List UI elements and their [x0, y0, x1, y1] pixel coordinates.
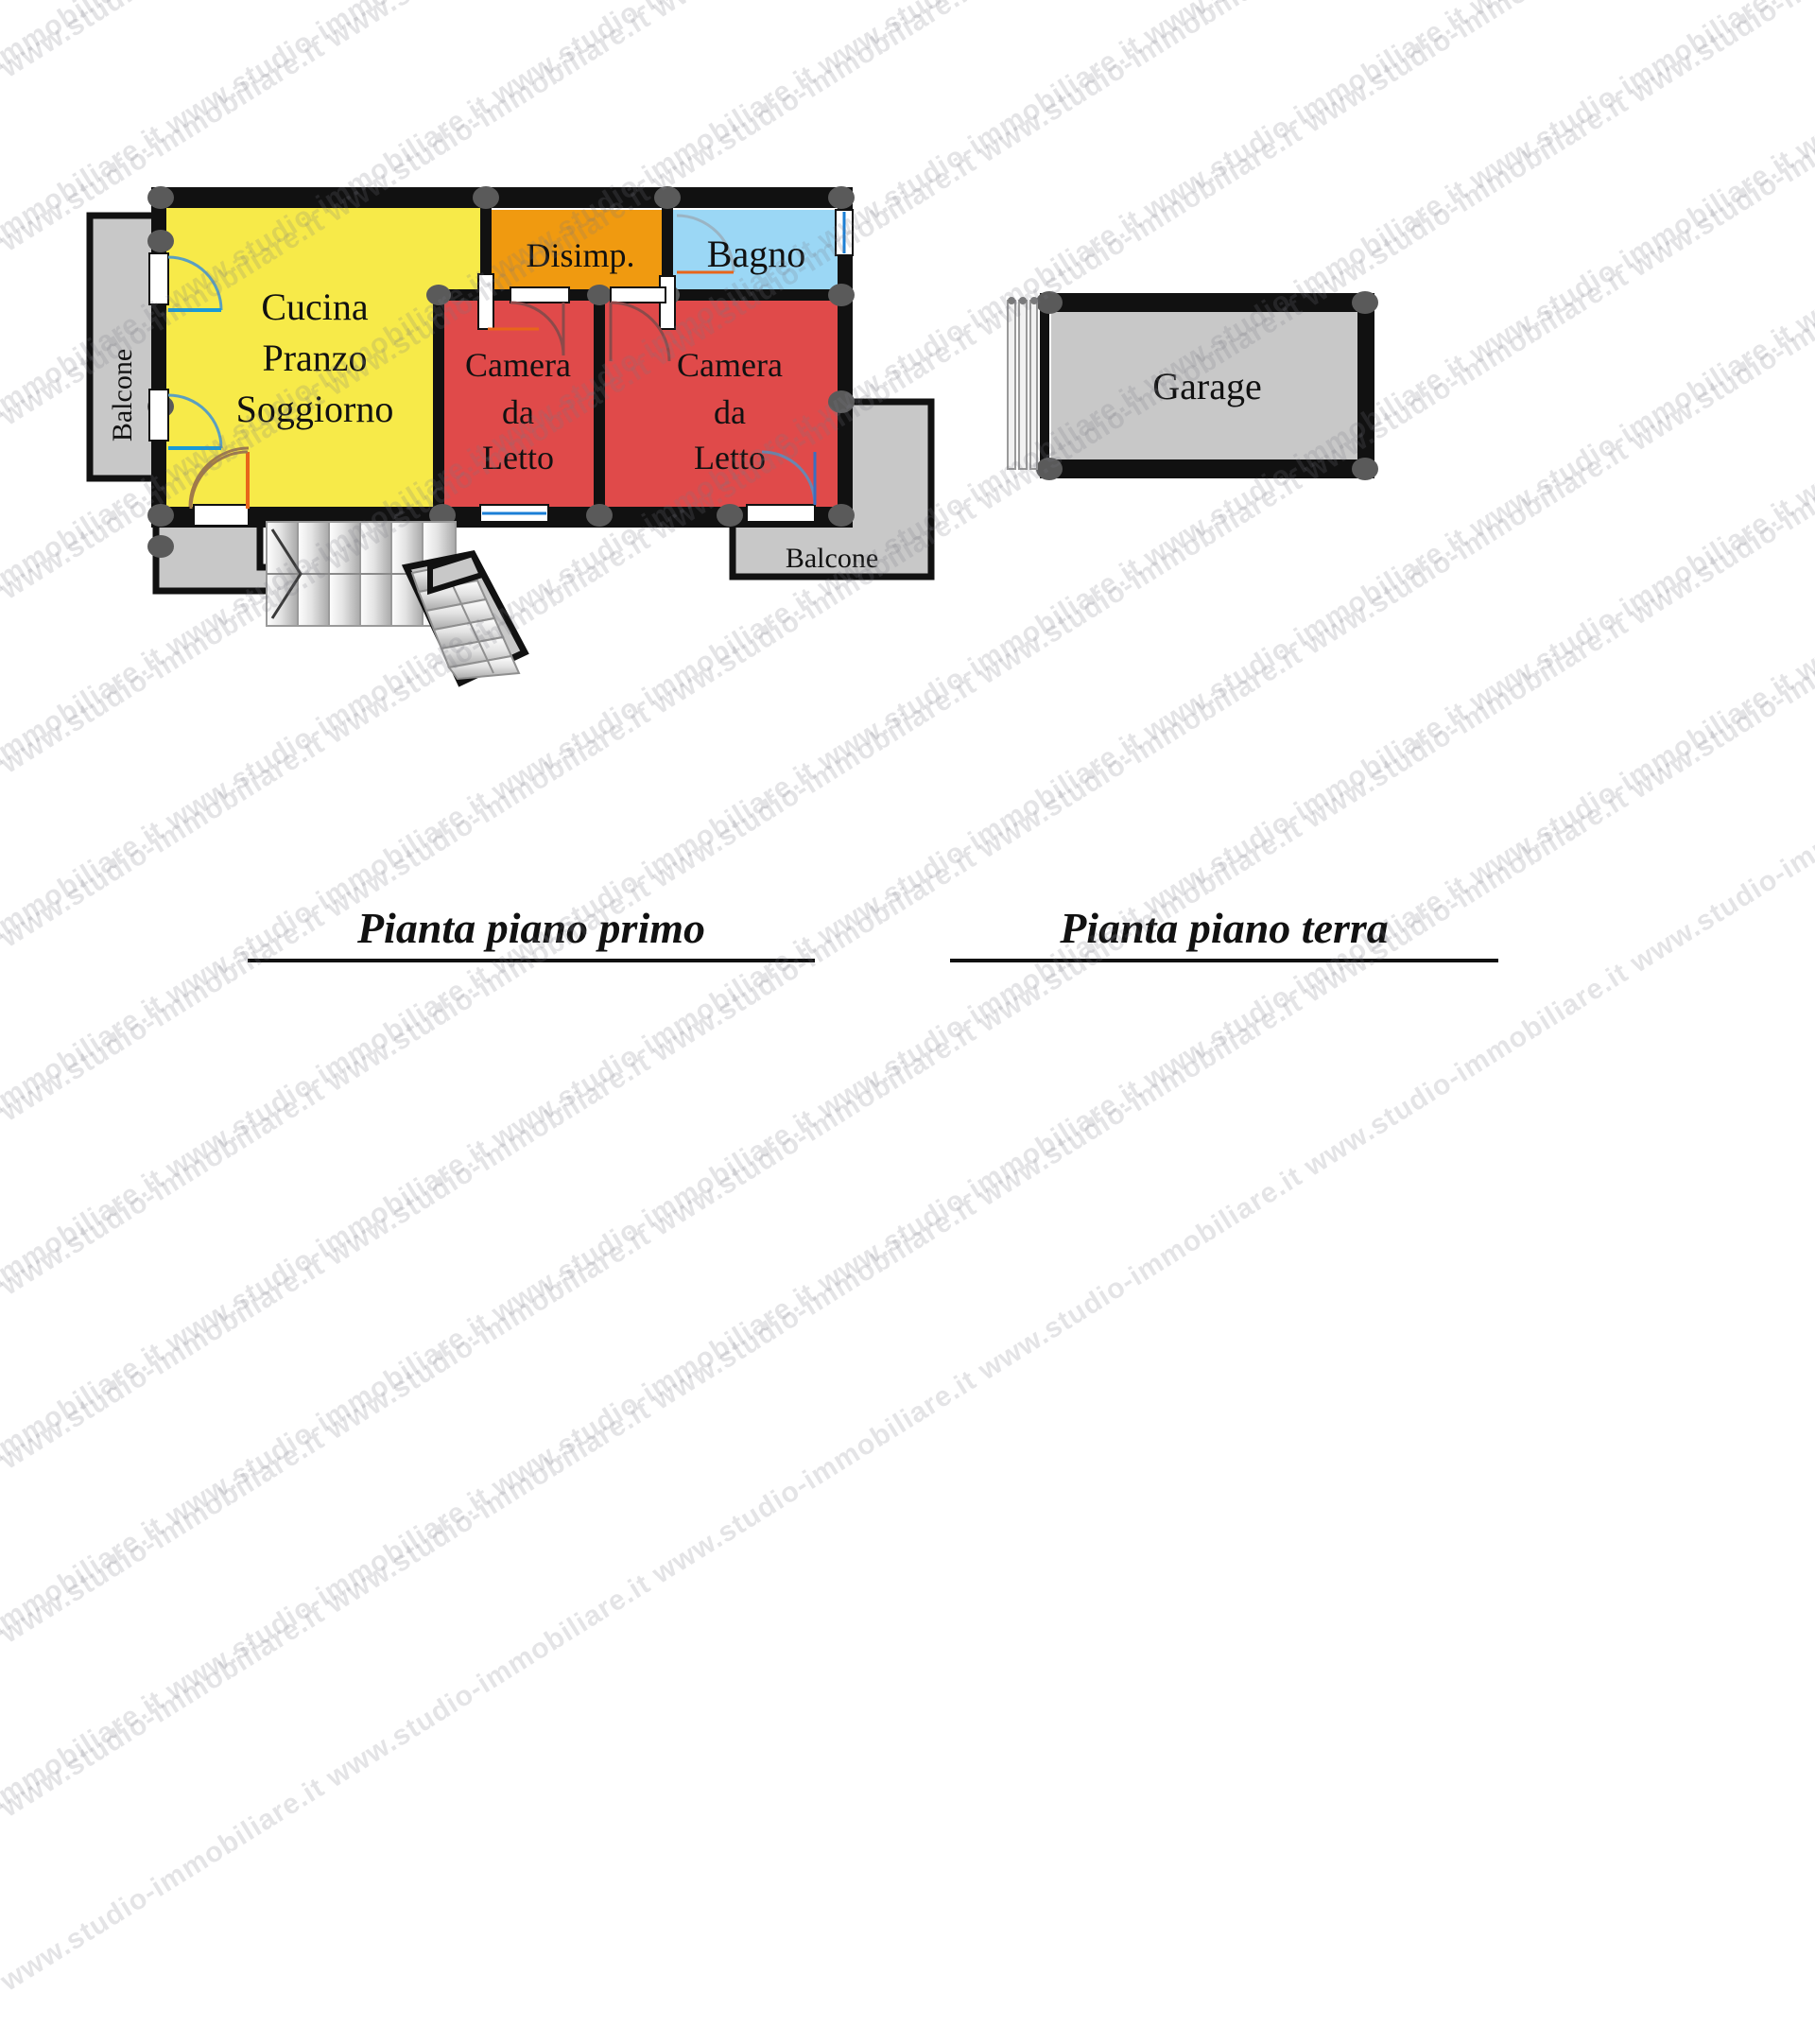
room-label-balcone-west: Balcone [107, 349, 138, 442]
caption-piano-primo-text: Pianta piano primo [356, 904, 706, 952]
room-label-disimpegno: Disimp. [526, 236, 634, 274]
caption-rule-right [950, 959, 1498, 962]
garage-door-basculante[interactable] [1007, 297, 1038, 470]
room-label-camera1-line3: Letto [482, 439, 554, 476]
room-label-garage: Garage [1152, 365, 1261, 407]
ground-floor-plan: Garage [1007, 291, 1378, 480]
wall-nodes-garage [1036, 291, 1378, 480]
room-garage [1051, 304, 1363, 467]
room-disimpegno [488, 210, 666, 297]
windows-first-floor [148, 209, 854, 527]
room-label-camera2-line1: Camera [677, 346, 783, 384]
room-label-balcone-south: Balcone [786, 543, 878, 574]
stair-connector [427, 550, 487, 596]
room-bagno [673, 210, 841, 297]
room-label-camera2-line3: Letto [694, 439, 766, 476]
doors-first-floor [477, 273, 676, 330]
door-disimpegno-camera1 [510, 286, 570, 303]
caption-rule-left [248, 959, 815, 962]
caption-piano-primo: Pianta piano primo [248, 903, 815, 962]
room-label-bagno: Bagno [707, 233, 805, 275]
door-cucina-disimpegno [477, 273, 494, 330]
floor-plan-canvas: Balcone Balcone [86, 186, 1378, 687]
room-label-cucina-line1: Cucina [261, 286, 369, 328]
caption-piano-terra-text: Pianta piano terra [1060, 904, 1389, 952]
caption-piano-terra: Pianta piano terra [950, 903, 1498, 962]
room-camera-1 [439, 299, 597, 512]
first-floor-plan: Balcone Balcone [86, 186, 935, 687]
room-labels-first-floor: Cucina Pranzo Soggiorno Disimp. Bagno Ca… [236, 233, 806, 476]
door-disimpegno-camera2 [610, 286, 666, 303]
door-swings [167, 214, 817, 510]
room-label-cucina-line3: Soggiorno [236, 388, 394, 430]
walls-garage [1040, 293, 1374, 478]
room-label-camera2-line2: da [714, 393, 746, 431]
room-label-camera1-line1: Camera [465, 346, 571, 384]
room-camera-2 [603, 299, 841, 512]
room-label-camera1-line2: da [502, 393, 534, 431]
room-label-cucina-line2: Pranzo [262, 337, 367, 379]
